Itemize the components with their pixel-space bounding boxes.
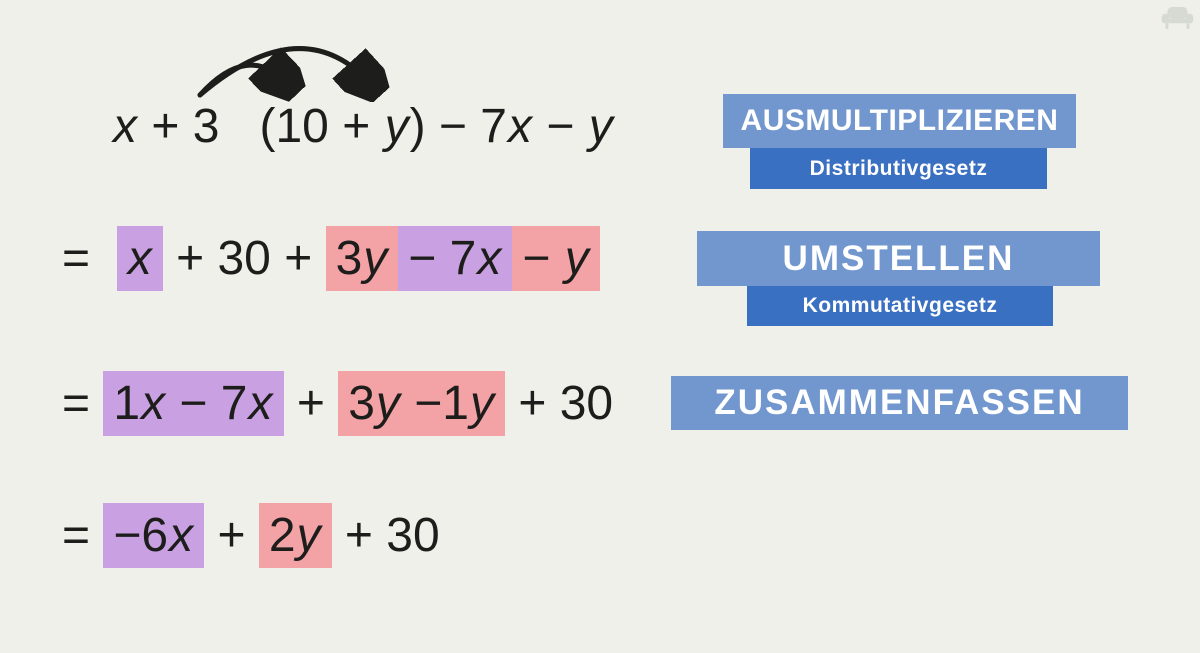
sofa-icon <box>1161 6 1194 29</box>
law-label: Distributivgesetz <box>809 156 988 180</box>
equation-segment: + <box>217 508 246 562</box>
equation-segment: x <box>116 225 163 291</box>
equation-segment: = <box>62 376 91 430</box>
equation-segment: − 7x <box>398 225 513 291</box>
equation-segment: −6x <box>103 502 205 568</box>
equation-segment: 2y <box>258 502 332 568</box>
equation-segment: = <box>62 231 91 285</box>
equation-segment: − y <box>512 225 600 291</box>
equation-line-1: x + 3 (10 + y) − 7x − y <box>112 91 614 161</box>
step-title: ZUSAMMENFASSEN <box>714 383 1085 422</box>
equation-segment: + 30 + <box>176 231 313 285</box>
step-badge-ausmultiplizieren: AUSMULTIPLIZIEREN <box>723 94 1076 148</box>
law-badge-distributivgesetz: Distributivgesetz <box>750 148 1047 189</box>
equation-line-4: = −6x + 2y + 30 <box>62 500 440 570</box>
equation-segment: 1x − 7x <box>103 370 284 436</box>
law-badge-kommutativgesetz: Kommutativgesetz <box>747 286 1053 326</box>
equation-line-2: = x + 30 + 3y− 7x− y <box>62 223 600 293</box>
law-label: Kommutativgesetz <box>802 294 998 317</box>
step-badge-zusammenfassen: ZUSAMMENFASSEN <box>671 376 1128 430</box>
equation-segment: + 30 <box>518 376 614 430</box>
equation-line-3: = 1x − 7x + 3y −1y + 30 <box>62 368 613 438</box>
equation-segment: + <box>296 376 325 430</box>
equation-segment: + 30 <box>344 508 440 562</box>
step-badge-umstellen: UMSTELLEN <box>697 231 1100 286</box>
equation-segment: x + 3 (10 + y) − 7x − y <box>113 99 613 153</box>
step-title: AUSMULTIPLIZIEREN <box>740 104 1059 137</box>
equation-segment: 3y <box>325 225 399 291</box>
distribute-arrows-icon <box>197 46 415 102</box>
step-title: UMSTELLEN <box>782 238 1015 278</box>
equation-segment: = <box>62 508 91 562</box>
equation-segment: 3y −1y <box>338 370 505 436</box>
